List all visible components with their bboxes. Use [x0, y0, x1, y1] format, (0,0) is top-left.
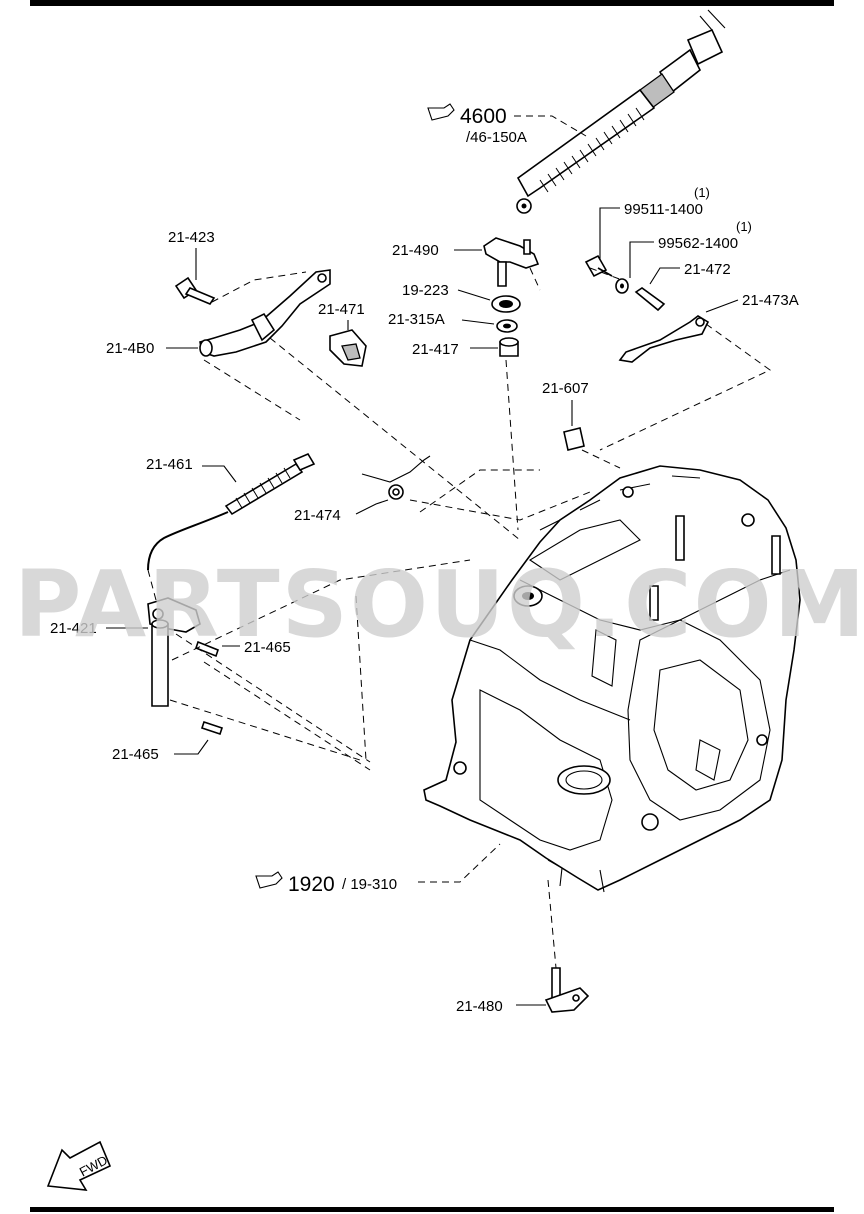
- label-21-471[interactable]: 21-471: [318, 301, 365, 318]
- label-21-417[interactable]: 21-417: [412, 341, 459, 358]
- transaxle-case: [423, 465, 801, 893]
- bush-21-607: 21-607: [542, 380, 589, 451]
- label-21-4b0[interactable]: 21-4B0: [106, 340, 154, 357]
- label-21-490[interactable]: 21-490: [392, 242, 439, 259]
- pin-21-465-b: 21-465: [112, 720, 224, 763]
- cable-21-461: 21-461: [146, 452, 316, 571]
- label-21-607[interactable]: 21-607: [542, 380, 589, 397]
- label-21-423[interactable]: 21-423: [168, 229, 215, 246]
- bracket-21-4b0: 21-4B0: [106, 269, 331, 357]
- shift-cable: [516, 9, 726, 214]
- top-border: [30, 0, 834, 6]
- label-21-315a[interactable]: 21-315A: [388, 311, 445, 328]
- reference-arrow-icon-2: [255, 871, 283, 889]
- label-99511-1400[interactable]: 99511-1400: [624, 201, 703, 218]
- bush-21-417: 21-417: [412, 337, 519, 358]
- bolt-21-423: 21-423: [168, 229, 216, 305]
- shaft-21-480: 21-480: [456, 967, 590, 1015]
- washer-21-315a: 21-315A: [388, 311, 518, 333]
- alignment-lines: [147, 267, 771, 969]
- label-99562-qty: (1): [736, 219, 752, 234]
- label-21-474[interactable]: 21-474: [294, 507, 341, 524]
- lever-21-421: 21-421: [50, 597, 201, 707]
- label-4600[interactable]: 4600: [460, 105, 507, 128]
- pin-21-465-a: 21-465: [195, 639, 291, 658]
- fwd-arrow-icon: FWD: [46, 1140, 112, 1191]
- label-21-480[interactable]: 21-480: [456, 998, 503, 1015]
- lever-21-490: 21-490: [392, 237, 540, 287]
- label-21-465-a[interactable]: 21-465: [244, 639, 291, 656]
- label-46-150a[interactable]: /46-150A: [466, 129, 527, 146]
- reference-arrow-icon: [427, 103, 455, 121]
- ref-4600: 4600 /46-150A: [427, 103, 587, 146]
- label-21-461[interactable]: 21-461: [146, 456, 193, 473]
- label-19-310[interactable]: / 19-310: [342, 876, 397, 893]
- pin-21-472: 21-472: [634, 261, 731, 312]
- label-99511-qty: (1): [694, 185, 710, 200]
- label-21-473a[interactable]: 21-473A: [742, 292, 799, 309]
- block-21-471: 21-471: [318, 301, 367, 367]
- lever-21-473a: 21-473A: [618, 292, 799, 363]
- label-19-223[interactable]: 19-223: [402, 282, 449, 299]
- washer-99562: (1) 99562-1400: [615, 219, 752, 294]
- seal-19-223: 19-223: [402, 282, 521, 313]
- label-21-465-b[interactable]: 21-465: [112, 746, 159, 763]
- spring-21-474: 21-474: [294, 455, 431, 524]
- ref-1920: 1920 / 19-310: [255, 843, 501, 896]
- label-21-421[interactable]: 21-421: [50, 620, 97, 637]
- label-21-472[interactable]: 21-472: [684, 261, 731, 278]
- watermark: PARTSOUQ.COM: [14, 551, 864, 658]
- bottom-border: [30, 1207, 834, 1212]
- bolt-99511: (1) 99511-1400: [584, 185, 710, 278]
- label-99562-1400[interactable]: 99562-1400: [658, 235, 738, 252]
- label-1920[interactable]: 1920: [288, 873, 335, 896]
